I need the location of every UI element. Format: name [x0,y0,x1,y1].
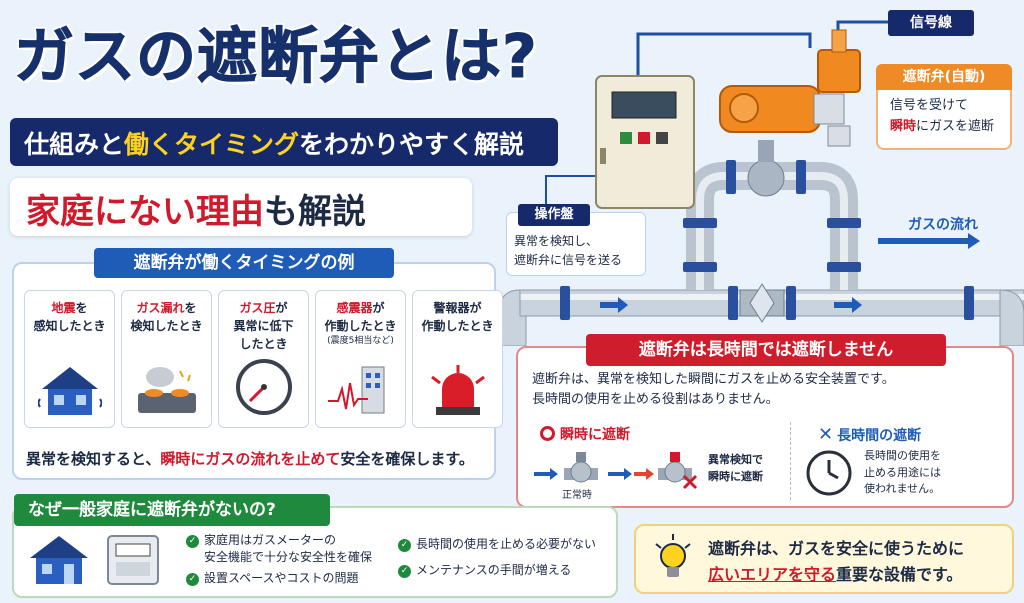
summary-red: 広いエリアを守る [708,564,837,584]
subtitle-pre: 仕組みと [24,130,125,159]
detect-text: 異常検知で 瞬時に遮断 [708,452,763,485]
normal-label: 正常時 [562,490,592,501]
long-time-header: 遮断弁は長時間では遮断しません [586,334,946,366]
pressure-gauge-icon [235,359,292,415]
long-time-desc: 遮断弁は、異常を検知した瞬間にガスを止める安全装置です。 長時間の使用を止める役… [532,370,895,410]
timing-footnote: 異常を検知すると、瞬時にガスの流れを止めて安全を確保します。 [26,448,474,469]
why-item3-text: 長時間の使用を止める必要がない [416,537,597,551]
gas-meter-icon [107,535,159,585]
why-item2-text: 設置スペースやコストの問題 [204,571,359,585]
why-item-2: ✓ 設置スペースやコストの問題 [186,570,359,587]
pipeline-diagram [500,20,1024,346]
check-icon: ✓ [398,539,411,552]
card-line3: (震度5相当など) [327,336,394,346]
card-rest: が [469,301,482,315]
summary-line2: 重要な設備です。 [836,564,963,584]
subtitle-banner: 仕組みと働くタイミングをわかりやすく解説 [10,118,558,166]
card-hl: 地震 [51,301,76,315]
timing-foot-red: 瞬時にガスの流れを止めて [160,450,341,468]
why-item-4: ✓ メンテナンスの手間が増える [398,562,571,579]
control-panel-desc: 異常を検知し、 遮断弁に信号を送る [514,232,622,270]
timing-foot-pre: 異常を検知すると、 [26,450,161,468]
house-icon [37,367,102,415]
auto-valve-line1: 信号を受けて [890,98,969,113]
summary-line1: 遮断弁は、ガスを安全に使うために [708,539,965,558]
alarm-light-icon [430,365,485,415]
subtitle-highlight: 働くタイミング [124,130,300,159]
detect-line1: 異常検知で [708,453,763,466]
page-title: ガスの遮断弁とは? [14,22,538,93]
card-rest: が [372,301,385,315]
timing-card-pressure: ガス圧が 異常に低下 したとき [218,290,309,428]
instant-cutoff-illustration [534,452,698,490]
card-hl: ガス圧 [239,301,276,315]
gas-stove-icon [137,367,196,413]
card-hl: ガス漏れ [136,301,185,315]
auto-valve-desc: 信号を受けて 瞬時にガスを遮断 [890,96,994,138]
card-hl: 警報器 [433,301,470,315]
seismometer-icon [327,366,384,414]
long-desc-line1: 遮断弁は、異常を検知した瞬間にガスを止める安全装置です。 [532,372,895,387]
auto-valve-red: 瞬時 [890,118,917,134]
why-header: なぜ一般家庭に遮断弁がないの? [14,494,330,526]
long-cutoff-title: ✕長時間の遮断 [818,424,921,445]
long-desc-line2: 長時間の使用を止める役割はありません。 [532,392,779,408]
control-panel-title: 操作盤 [518,204,590,226]
house-icon [30,536,88,584]
card-rest: を [75,301,88,315]
detect-line2: 瞬時に遮断 [708,469,763,483]
card-line2: 検知したとき [130,319,203,333]
control-panel-line1: 異常を検知し、 [514,234,599,248]
reason-banner: 家庭にない理由も解説 [10,178,472,236]
instant-cutoff-title: 瞬時に遮断 [540,424,630,444]
reason-red: 家庭にない理由 [26,192,264,232]
subtitle-post: をわかりやすく解説 [299,130,525,159]
check-icon: ✓ [398,565,411,578]
gas-flow-label: ガスの流れ [908,217,978,233]
card-rest: を [184,301,197,315]
card-rest: が [275,301,288,315]
card-line2: 作動したとき [324,319,397,333]
summary-box: 遮断弁は、ガスを安全に使うために 広いエリアを守る重要な設備です。 [634,524,1014,594]
timing-card-seismometer: 感震器が 作動したとき (震度5相当など) [315,290,406,428]
timing-card-earthquake: 地震を 感知したとき [24,290,115,428]
card-line2: 感知したとき [33,319,106,333]
timing-card-alarm: 警報器が 作動したとき [412,290,503,428]
card-line2: 作動したとき [421,319,494,333]
clock-icon [806,450,852,496]
why-item-3: ✓ 長時間の使用を止める必要がない [398,536,596,553]
why-item1-line1: 家庭用はガスメーターの [204,533,337,547]
longtime-line3: 使われません。 [864,482,941,495]
card-line3: したとき [239,337,288,351]
auto-valve-title: 遮断弁(自動) [876,64,1012,90]
long-title-text: 長時間の遮断 [837,428,922,444]
why-item1-line2: 安全機能で十分な安全性を確保 [204,550,373,565]
timing-card-leak: ガス漏れを 検知したとき [121,290,212,428]
cross-icon: ✕ [818,424,834,445]
long-time-panel [516,346,1014,508]
check-icon: ✓ [186,573,199,586]
valve-icon [564,452,598,483]
auto-valve-line2: にガスを遮断 [916,118,995,134]
signal-line-label: 信号線 [888,10,974,36]
why-item4-text: メンテナンスの手間が増える [416,563,572,577]
divider [790,422,791,500]
longtime-line2: 止める用途には [864,465,941,479]
timing-foot-post: 安全を確保します。 [340,450,474,468]
long-time-desc-small: 長時間の使用を 止める用途には 使われません。 [864,448,941,498]
card-line2: 異常に低下 [233,319,294,333]
why-item-1: ✓ 家庭用はガスメーターの 安全機能で十分な安全性を確保 [186,532,372,567]
instant-title-text: 瞬時に遮断 [560,427,630,443]
timing-header: 遮断弁が働くタイミングの例 [94,248,394,278]
control-panel-line2: 遮断弁に信号を送る [514,253,623,268]
circle-icon [540,426,555,441]
card-hl: 感震器 [336,301,373,315]
lightbulb-icon [655,534,691,577]
longtime-line1: 長時間の使用を [864,449,941,462]
reason-dark: も解説 [264,192,366,232]
check-icon: ✓ [186,535,199,548]
